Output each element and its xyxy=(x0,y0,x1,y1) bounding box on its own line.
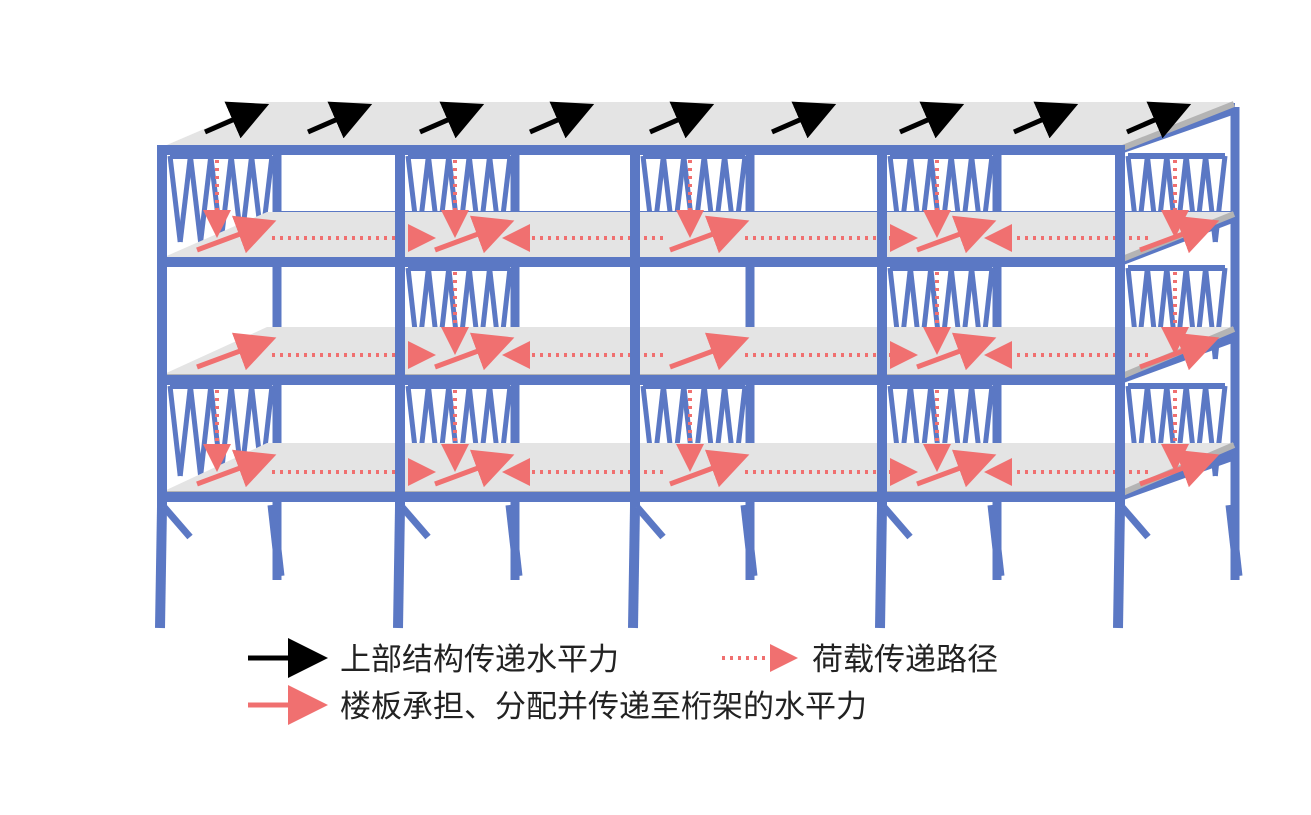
solid-black-arrow-icon xyxy=(1013,101,1079,139)
solid-red-arrow-icon xyxy=(434,449,515,488)
floor-slab xyxy=(162,212,1234,258)
solid-black-arrow-icon xyxy=(899,101,965,139)
roof-force-arrows xyxy=(204,101,1192,139)
back-leg xyxy=(987,504,1005,577)
solid-black-arrow-icon xyxy=(419,101,485,139)
load-path-layer xyxy=(196,160,1220,488)
truss-web xyxy=(187,385,204,477)
column-brace xyxy=(161,504,193,540)
solid-red-arrow-icon xyxy=(1139,332,1220,371)
legend-item-floor-force: 楼板承担、分配并传递至桁架的水平力 xyxy=(248,685,867,725)
solid-red-arrow-icon xyxy=(669,332,750,371)
legend-item-load-path: 荷载传递路径 xyxy=(722,642,998,678)
column-leg xyxy=(875,506,887,629)
solid-red-arrow-icon xyxy=(669,215,750,254)
floor-slab xyxy=(162,443,1234,492)
solid-red-arrow-icon xyxy=(196,332,277,371)
column-leg xyxy=(155,506,167,629)
front-frame-layer xyxy=(155,145,1243,629)
solid-red-arrow-icon xyxy=(434,215,515,254)
solid-red-arrow-icon xyxy=(196,449,277,488)
truss-web xyxy=(167,155,183,243)
solid-red-arrow-icon xyxy=(434,332,515,371)
column-leg xyxy=(628,506,640,629)
column-leg xyxy=(1113,506,1125,629)
floor-slab xyxy=(162,327,1234,375)
solid-red-arrow-icon xyxy=(916,332,997,371)
solid-black-arrow-icon xyxy=(1126,101,1192,139)
solid-red-arrow-icon xyxy=(1139,215,1220,254)
solid-red-arrow-icon xyxy=(1139,449,1220,488)
solid-red-arrow-icon xyxy=(196,215,277,254)
column-leg xyxy=(393,506,405,629)
column-brace xyxy=(881,504,913,540)
solid-black-arrow-icon xyxy=(649,101,715,139)
column-brace xyxy=(634,504,666,540)
truss-web xyxy=(198,385,214,477)
solid-red-arrow-icon xyxy=(669,449,750,488)
solid-black-arrow-icon xyxy=(307,101,373,139)
truss-web xyxy=(187,155,204,243)
solid-black-arrow-icon xyxy=(529,101,595,139)
legend-label-floor-force: 楼板承担、分配并传递至桁架的水平力 xyxy=(340,689,867,725)
legend-label-roof-force: 上部结构传递水平力 xyxy=(340,642,619,678)
legend-item-roof-force: 上部结构传递水平力 xyxy=(248,638,619,678)
solid-black-arrow-icon xyxy=(771,101,837,139)
back-leg xyxy=(267,504,285,577)
truss-web xyxy=(1212,155,1228,243)
legend-label-load-path: 荷载传递路径 xyxy=(812,642,998,678)
truss-web xyxy=(198,155,214,243)
legend: 上部结构传递水平力 荷载传递路径 楼板承担、分配并传递至桁架的水平力 xyxy=(248,638,998,725)
back-leg xyxy=(1225,504,1243,577)
solid-red-arrow-icon xyxy=(916,215,997,254)
truss-web xyxy=(167,385,183,477)
truss-layer xyxy=(167,153,1228,477)
back-leg xyxy=(740,504,758,577)
column-brace xyxy=(1119,504,1151,540)
column-brace xyxy=(399,504,431,540)
truss-web xyxy=(177,385,193,477)
truss-web xyxy=(177,155,193,243)
back-leg xyxy=(505,504,523,577)
solid-red-arrow-icon xyxy=(916,449,997,488)
solid-black-arrow-icon xyxy=(204,101,270,139)
